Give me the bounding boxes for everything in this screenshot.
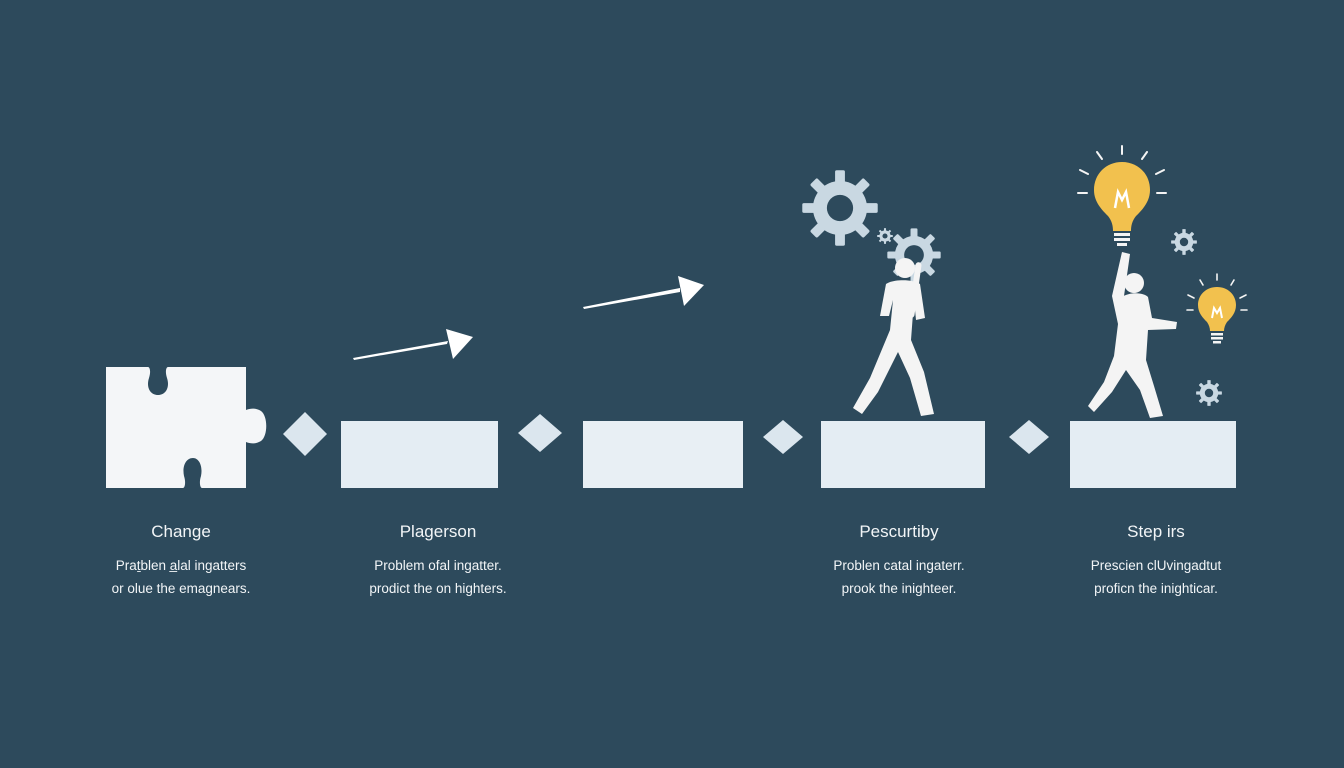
person-figure [853, 258, 934, 416]
step-2-text: Plagerson Problem ofal ingatter. prodict… [348, 522, 528, 600]
lightbulb-icon [1077, 145, 1167, 246]
step-description: Problen catal ingaterr. [833, 558, 965, 573]
connector-diamond [283, 412, 327, 456]
step-title: Plagerson [399, 522, 477, 541]
gear-icon [877, 228, 893, 244]
gear-icon [1171, 229, 1197, 255]
step-panel [341, 421, 498, 488]
step-panel [1070, 421, 1236, 488]
lightbulb-icon [1186, 273, 1248, 344]
step-description: Problem ofal ingatter. [374, 558, 502, 573]
step-1-text: Change Praṯblen a̲lal ingatters or olue… [91, 522, 271, 600]
connector-diamond [1009, 420, 1049, 454]
gear-icon [887, 228, 941, 282]
step-title: Change [151, 522, 211, 541]
gear-icon [802, 170, 878, 246]
step-panel [583, 421, 743, 488]
connector-diamond [763, 420, 803, 454]
step-description: prodict the on highters. [369, 581, 507, 596]
step-5-text: Step irs Prescien clUvingadtut proficn t… [1066, 522, 1246, 600]
step-description: prook the inighteer. [841, 581, 957, 596]
gear-icon [1196, 380, 1222, 406]
step-description: Praṯblen a̲lal ingatters [115, 558, 247, 573]
person-figure [1088, 252, 1177, 418]
step-title: Pescurtiby [859, 522, 939, 541]
step-description: Prescien clUvingadtut [1090, 558, 1222, 573]
puzzle-piece-icon [106, 367, 267, 488]
arrow-icon [353, 329, 473, 360]
step-title: Step irs [1127, 522, 1185, 541]
step-4-text: Pescurtiby Problen catal ingaterr. prook… [809, 522, 989, 600]
step-panel [821, 421, 985, 488]
connector-diamond [518, 414, 562, 452]
step-description: or olue the emagnears. [111, 581, 251, 596]
arrow-icon [583, 276, 704, 309]
step-description: proficn the inighticar. [1094, 581, 1218, 596]
